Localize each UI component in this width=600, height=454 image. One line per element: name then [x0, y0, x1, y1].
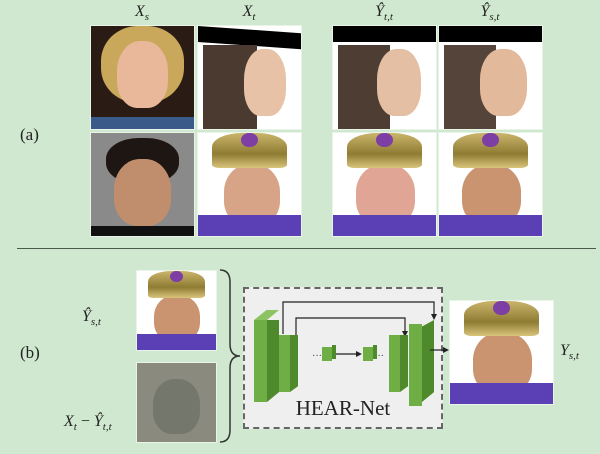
- panel-a-label: (a): [20, 125, 39, 144]
- panel-b-label: (b): [20, 343, 40, 362]
- hear-net-label: HEAR-Net: [295, 396, 391, 420]
- input-image-residual: [136, 362, 217, 443]
- output-arrow-icon: [430, 347, 449, 353]
- section-divider: [17, 248, 596, 249]
- header-yhat-tt: Ŷt,t: [375, 3, 393, 24]
- hear-net-box: ··· ··· HEAR-Net: [243, 287, 443, 429]
- output-label: Ys,t: [560, 342, 579, 363]
- image-target-woman: [197, 25, 302, 130]
- curly-brace-icon: [219, 269, 241, 443]
- input-image-swapped: [136, 270, 217, 351]
- image-reconstructed-woman: [332, 25, 437, 130]
- header-xs: Xs: [134, 3, 150, 24]
- header-xt: Xt: [242, 3, 256, 24]
- image-swapped-turban-man: [438, 132, 543, 237]
- input-label-residual: Xt − Ŷt,t: [64, 413, 112, 434]
- input-label-yhat-st: Ŷs,t: [82, 308, 101, 329]
- image-source-woman: [90, 25, 195, 130]
- ellipsis-right: ···: [374, 351, 384, 362]
- header-yhat-st: Ŷs,t: [480, 3, 500, 24]
- ellipsis-left: ···: [312, 351, 322, 362]
- image-swapped-woman: [438, 25, 543, 130]
- image-reconstructed-turban-man: [332, 132, 437, 237]
- image-source-man: [90, 132, 195, 237]
- skip-connections: ··· ···: [282, 301, 437, 362]
- output-image: [449, 300, 554, 405]
- image-target-turban-man: [197, 132, 302, 237]
